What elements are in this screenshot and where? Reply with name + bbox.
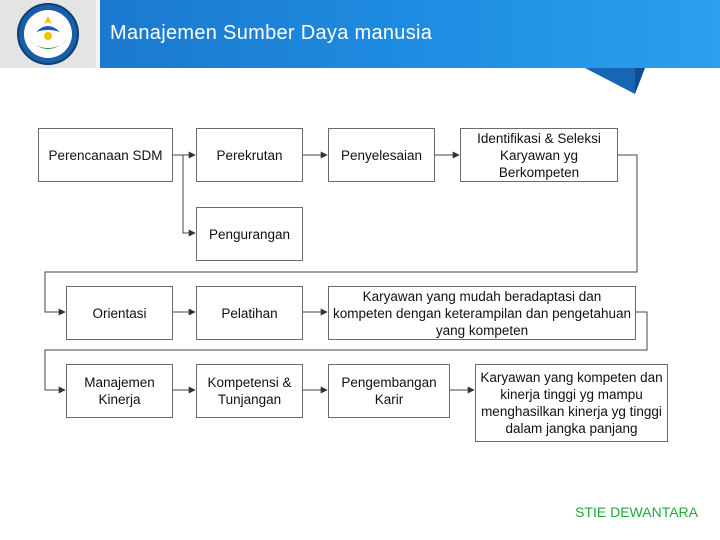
page-curl-decoration — [585, 68, 645, 94]
box-perekrutan: Perekrutan — [196, 128, 303, 182]
box-pengembangan-karir: Pengembangan Karir — [328, 364, 450, 418]
box-orientasi: Orientasi — [66, 286, 173, 340]
box-perencanaan-sdm: Perencanaan SDM — [38, 128, 173, 182]
box-karyawan-adaptasi: Karyawan yang mudah beradaptasi dan komp… — [328, 286, 636, 340]
box-manajemen-kinerja: Manajemen Kinerja — [66, 364, 173, 418]
box-pelatihan: Pelatihan — [196, 286, 303, 340]
arrow-branch-pengurangan — [182, 155, 196, 237]
connector-row3-row4 — [44, 311, 648, 394]
footer-institution-label: STIE DEWANTARA — [575, 504, 698, 520]
tut-wuri-handayani-emblem-icon — [17, 3, 79, 65]
box-pengurangan: Pengurangan — [196, 207, 303, 261]
box-karyawan-kompeten: Karyawan yang kompeten dan kinerja tingg… — [475, 364, 668, 442]
page-title: Manajemen Sumber Daya manusia — [110, 22, 433, 44]
box-identifikasi-seleksi: Identifikasi & Seleksi Karyawan yg Berko… — [460, 128, 618, 182]
connector-row1-row3 — [44, 154, 638, 316]
box-penyelesaian: Penyelesaian — [328, 128, 435, 182]
logo-panel — [0, 0, 100, 68]
header-bar — [0, 0, 720, 68]
box-kompetensi-tunjangan: Kompetensi & Tunjangan — [196, 364, 303, 418]
